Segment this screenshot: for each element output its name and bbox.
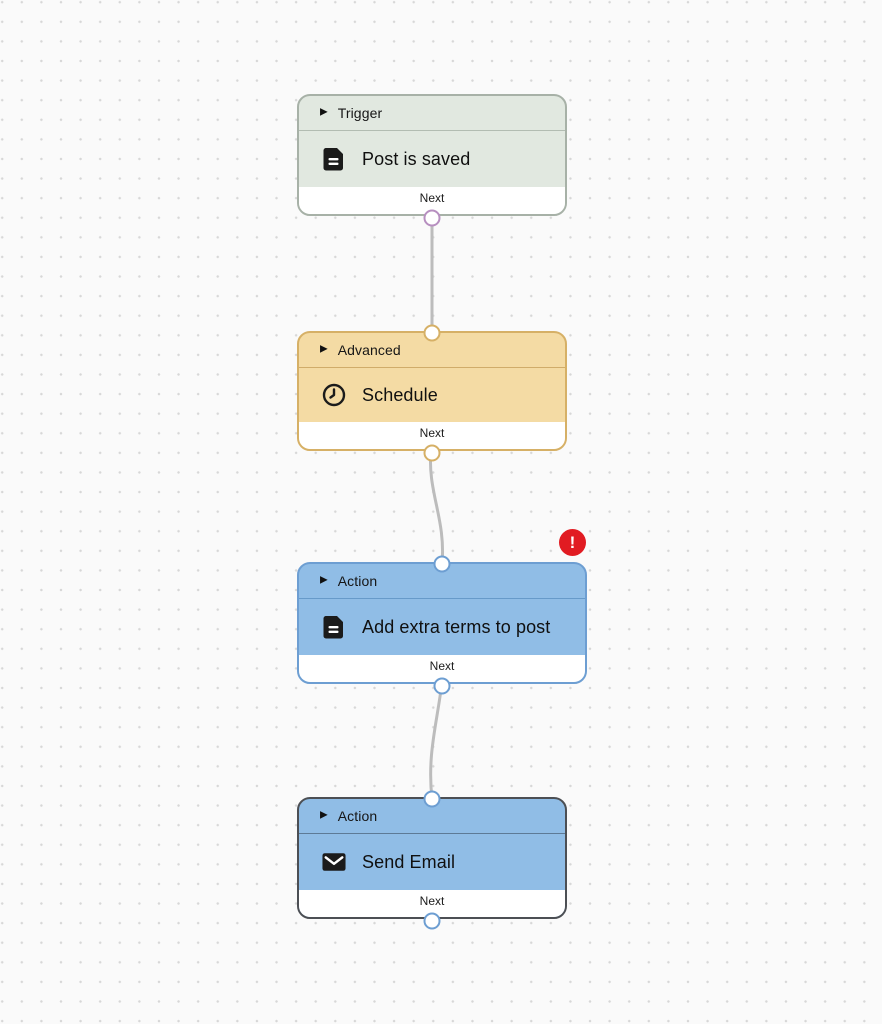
node-title: Add extra terms to post: [362, 616, 551, 637]
next-label: Next: [419, 426, 445, 440]
node-action-send-email[interactable]: ▶ Action Send Email Next: [297, 790, 567, 930]
node-advanced-schedule[interactable]: ▶ Advanced Schedule Next: [297, 324, 567, 462]
node-category-label: Trigger: [337, 105, 383, 121]
node-trigger-post-is-saved[interactable]: ▶ Trigger Post is saved Next: [297, 94, 567, 227]
collapse-triangle-icon: ▶: [320, 343, 328, 355]
node-body[interactable]: Post is saved: [299, 131, 565, 187]
node-category-label: Action: [337, 573, 378, 589]
node-title: Send Email: [362, 851, 456, 872]
node-title: Schedule: [362, 384, 438, 405]
output-port[interactable]: [433, 677, 451, 695]
collapse-triangle-icon: ▶: [320, 574, 328, 586]
document-icon: [322, 615, 346, 639]
input-port[interactable]: [423, 324, 441, 342]
connector-action1-to-action2: [429, 680, 444, 801]
next-label: Next: [429, 659, 455, 673]
input-port[interactable]: [423, 790, 441, 808]
node-category-label: Advanced: [337, 342, 401, 358]
node-header[interactable]: ▶ Advanced: [299, 333, 565, 368]
collapse-triangle-icon: ▶: [320, 809, 328, 821]
node-body[interactable]: Schedule: [299, 368, 565, 422]
node-header[interactable]: ▶ Trigger: [299, 96, 565, 131]
collapse-triangle-icon: ▶: [320, 106, 328, 118]
connector-advanced-to-action1: [428, 447, 445, 566]
input-port[interactable]: [433, 555, 451, 573]
node-body[interactable]: Send Email: [299, 834, 565, 890]
node-body[interactable]: Add extra terms to post: [299, 599, 585, 655]
document-icon: [322, 147, 346, 171]
node-category-label: Action: [337, 808, 378, 824]
next-label: Next: [419, 894, 445, 908]
next-label: Next: [419, 191, 445, 205]
clock-icon: [322, 383, 346, 407]
node-action-add-extra-terms[interactable]: ▶ Action Add extra terms to post Next: [297, 555, 587, 695]
error-exclamation-icon: !: [569, 533, 576, 552]
error-badge[interactable]: !: [559, 529, 586, 556]
output-port[interactable]: [423, 444, 441, 462]
mail-icon: [322, 850, 346, 874]
node-header[interactable]: ▶ Action: [299, 799, 565, 834]
node-title: Post is saved: [362, 148, 471, 169]
node-header[interactable]: ▶ Action: [299, 564, 585, 599]
output-port[interactable]: [423, 912, 441, 930]
output-port[interactable]: [423, 209, 441, 227]
